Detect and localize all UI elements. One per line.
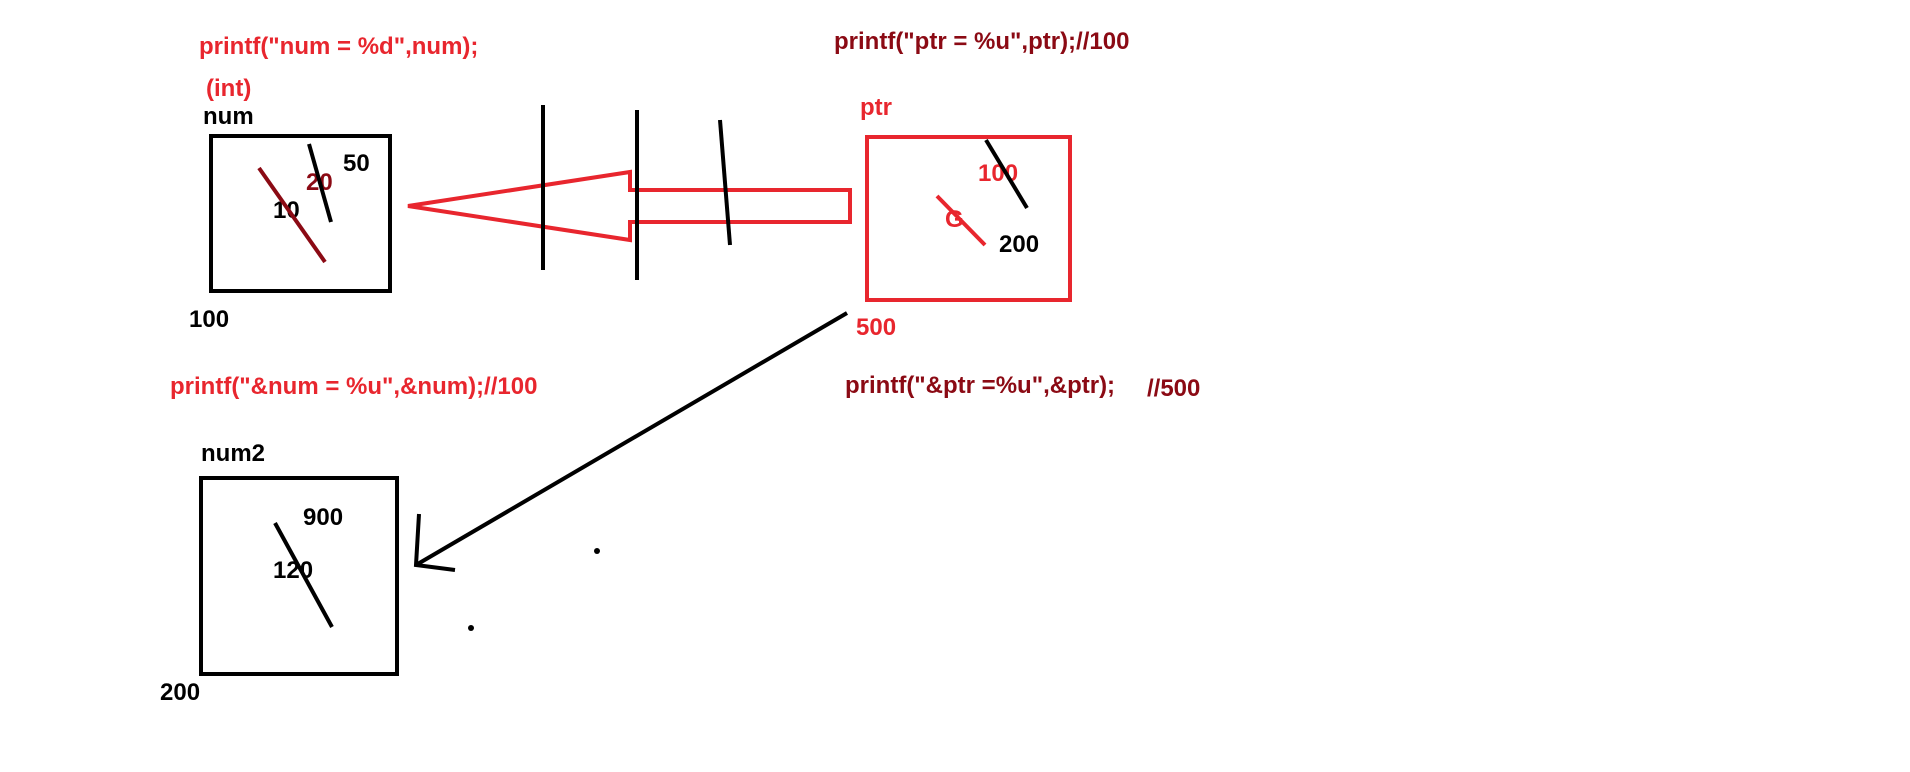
num-value-50: 50: [343, 150, 370, 177]
ptr-box: [865, 135, 1072, 302]
num2-name-label: num2: [201, 440, 265, 467]
reassign-arrow-head: [413, 513, 456, 572]
num-box: [209, 134, 392, 293]
dereference-arrow: [407, 169, 852, 243]
num-type-label: (int): [206, 75, 251, 102]
stray-dot-2: [468, 625, 474, 631]
printf-addr-num-code: printf("&num = %u",&num);//100: [170, 373, 537, 400]
ptr-value-200: 200: [999, 231, 1039, 258]
printf-num-code: printf("num = %d",num);: [199, 33, 478, 60]
strike-10: [257, 166, 327, 264]
printf-ptr-code: printf("ptr = %u",ptr);//100: [834, 28, 1129, 55]
reassign-arrow-shaft: [414, 311, 849, 567]
arrow-bar-3: [718, 119, 732, 246]
strike-20: [307, 143, 333, 223]
strike-900: [273, 522, 334, 628]
printf-addr-ptr-comment: //500: [1147, 375, 1200, 402]
num2-address-label: 200: [160, 679, 200, 706]
num-name-label: num: [203, 103, 254, 130]
stray-dot-1: [594, 548, 600, 554]
ptr-name-label: ptr: [860, 94, 892, 121]
strike-ptr-100: [984, 138, 1029, 210]
ptr-address-label: 500: [856, 314, 896, 341]
ptr-value-g: G: [945, 206, 964, 233]
printf-addr-ptr-code: printf("&ptr =%u",&ptr);: [845, 372, 1115, 399]
num-address-label: 100: [189, 306, 229, 333]
strike-ptr-g: [935, 194, 987, 247]
num2-value-900: 900: [303, 504, 343, 531]
num2-box: [199, 476, 399, 676]
